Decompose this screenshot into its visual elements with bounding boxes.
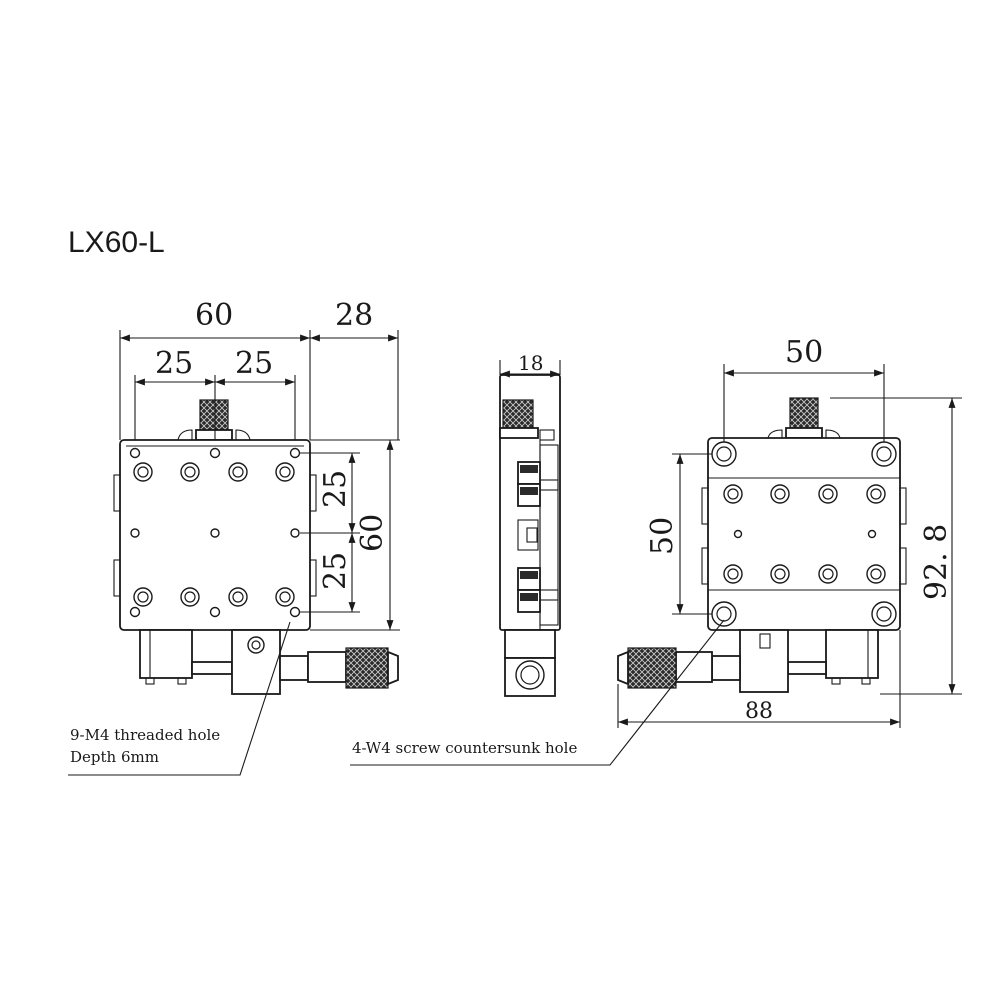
dim-side-thickness: 18 bbox=[518, 351, 543, 375]
top-stage-body bbox=[707, 437, 901, 631]
drawing-title: LX60-L bbox=[68, 226, 165, 259]
dim-hole-spacing-left: 25 bbox=[155, 346, 193, 381]
front-threaded-holes bbox=[129, 447, 301, 618]
top-view: 50 50 92. 8 88 bbox=[350, 335, 962, 766]
dim-front-width: 60 bbox=[195, 298, 233, 333]
front-view: 60 28 25 25 25 25 60 bbox=[68, 298, 400, 776]
countersunk-leader bbox=[350, 619, 725, 766]
note-countersunk-hole: 4-W4 screw countersunk hole bbox=[352, 739, 577, 757]
note-threaded-depth: Depth 6mm bbox=[70, 748, 159, 766]
dim-vert-upper: 25 bbox=[318, 470, 353, 508]
front-micrometer bbox=[139, 629, 399, 695]
dim-top-hole-spacing-v: 50 bbox=[645, 517, 680, 555]
side-view: 18 bbox=[499, 351, 561, 697]
top-micrometer bbox=[617, 629, 879, 693]
front-mount-holes bbox=[133, 462, 295, 607]
note-threaded-hole: 9-M4 threaded hole bbox=[70, 726, 220, 744]
dim-top-hole-spacing-h: 50 bbox=[785, 335, 823, 370]
dim-micrometer-length: 28 bbox=[335, 298, 373, 333]
dim-top-total-length: 88 bbox=[745, 699, 773, 724]
dim-top-total-height: 92. 8 bbox=[919, 524, 954, 600]
dim-front-height: 60 bbox=[355, 514, 390, 552]
threaded-hole-leader bbox=[68, 621, 291, 776]
dim-hole-spacing-right: 25 bbox=[235, 346, 273, 381]
front-knob bbox=[177, 399, 251, 441]
dim-vert-lower: 25 bbox=[318, 552, 353, 590]
top-mount-holes bbox=[723, 484, 886, 584]
